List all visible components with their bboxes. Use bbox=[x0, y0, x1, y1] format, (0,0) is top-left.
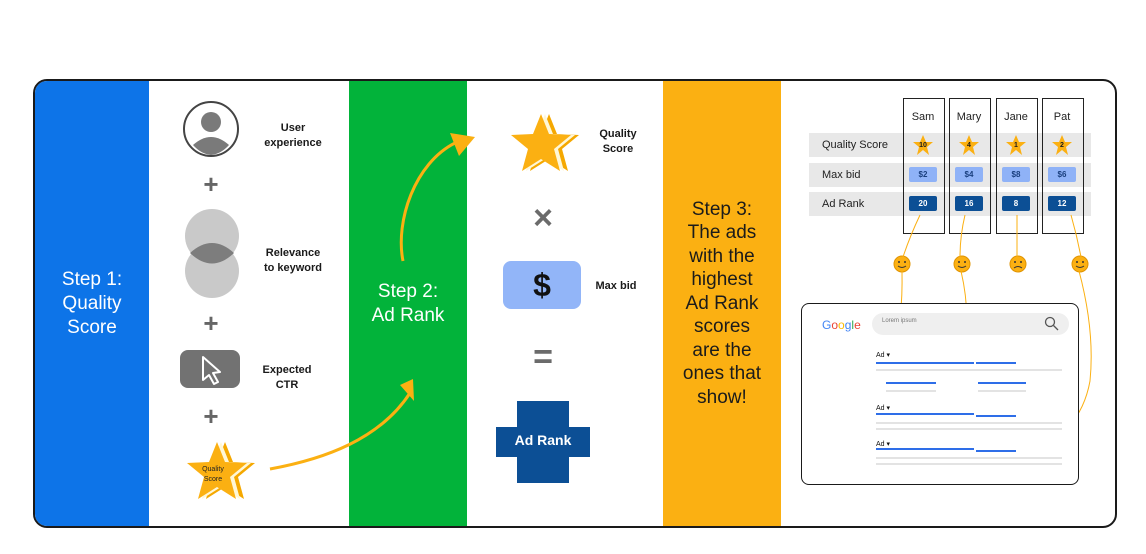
row-label-quality-score: Quality Score bbox=[822, 139, 889, 151]
max-bid-label: Max bid bbox=[595, 280, 637, 292]
happy-face-icon bbox=[953, 255, 971, 273]
ctr-label: Expected CTR bbox=[262, 364, 312, 391]
plus-sign: + bbox=[203, 169, 219, 199]
star-icon bbox=[1052, 135, 1072, 155]
dollar-icon: $ bbox=[503, 261, 581, 309]
ad-rank-row bbox=[809, 192, 1091, 216]
quality-score-row bbox=[809, 133, 1091, 157]
relevance-label: Relevance to keyword bbox=[263, 247, 323, 274]
result-line bbox=[976, 362, 1016, 364]
quality-score-star-icon bbox=[511, 114, 579, 171]
plus-sign: + bbox=[203, 401, 219, 431]
result-line bbox=[876, 422, 1062, 424]
search-icon bbox=[1044, 316, 1059, 331]
rank-chip: 16 bbox=[955, 196, 983, 211]
quality-value: 1 bbox=[1014, 142, 1018, 149]
diagram-frame: Step 1: Quality Score Step 2: Ad Rank St… bbox=[33, 79, 1117, 528]
cursor-icon bbox=[180, 350, 240, 388]
ad-tag: Ad ▾ bbox=[876, 405, 891, 412]
column-pat bbox=[1042, 98, 1084, 234]
step2-band: Step 2: Ad Rank bbox=[349, 81, 467, 526]
bid-chip: $4 bbox=[955, 167, 983, 182]
bid-chip: $6 bbox=[1048, 167, 1076, 182]
search-input[interactable]: Lorem ipsum bbox=[872, 313, 1069, 335]
user-experience-icon bbox=[183, 101, 239, 157]
result-line bbox=[976, 415, 1016, 417]
ad-tag: Ad ▾ bbox=[876, 441, 891, 448]
quality-value: 2 bbox=[1060, 142, 1064, 149]
result-line bbox=[976, 450, 1016, 452]
result-line bbox=[978, 382, 1026, 384]
column-sam bbox=[903, 98, 945, 234]
column-header: Sam bbox=[911, 111, 935, 123]
column-header: Mary bbox=[956, 111, 982, 123]
column-mary bbox=[949, 98, 991, 234]
result-line bbox=[876, 362, 974, 364]
result-line bbox=[876, 463, 1062, 465]
column-header: Jane bbox=[1004, 111, 1028, 123]
sad-face-icon bbox=[1009, 255, 1027, 273]
bid-chip: $2 bbox=[909, 167, 937, 182]
quality-score-star-label: Quality Score bbox=[202, 466, 224, 483]
rank-chip: 12 bbox=[1048, 196, 1076, 211]
quality-score-star-icon bbox=[187, 442, 255, 499]
result-line bbox=[876, 457, 1062, 459]
row-label-max-bid: Max bid bbox=[822, 169, 861, 181]
star-icon bbox=[959, 135, 979, 155]
result-line bbox=[886, 390, 936, 392]
formula-quality-score-label: Quality Score bbox=[599, 128, 637, 155]
ad-tag: Ad ▾ bbox=[876, 352, 891, 359]
result-line bbox=[876, 428, 1062, 430]
step1-band: Step 1: Quality Score bbox=[35, 81, 149, 526]
bid-chip: $8 bbox=[1002, 167, 1030, 182]
user-experience-label: User experience bbox=[264, 122, 322, 149]
happy-face-icon bbox=[1071, 255, 1089, 273]
column-header: Pat bbox=[1053, 111, 1071, 123]
result-line bbox=[876, 448, 974, 450]
star-icon bbox=[1006, 135, 1026, 155]
ad-rank-shape bbox=[496, 401, 590, 483]
google-serp-panel: Google Lorem ipsum Ad ▾ Ad ▾ Ad ▾ bbox=[801, 303, 1079, 485]
flow-arrows bbox=[269, 133, 475, 471]
relevance-icon bbox=[185, 209, 239, 298]
times-sign: × bbox=[533, 199, 553, 237]
step1-label: Step 1: Quality Score bbox=[61, 268, 123, 338]
step2-label: Step 2: Ad Rank bbox=[371, 280, 445, 326]
row-label-ad-rank: Ad Rank bbox=[822, 198, 865, 210]
result-line bbox=[886, 382, 936, 384]
ad-rank-label: Ad Rank bbox=[514, 432, 572, 448]
result-line bbox=[876, 369, 1062, 371]
quality-value: 4 bbox=[967, 142, 971, 149]
max-bid-row bbox=[809, 163, 1091, 187]
rank-chip: 8 bbox=[1002, 196, 1030, 211]
quality-value: 10 bbox=[919, 142, 927, 149]
star-icon bbox=[913, 135, 933, 155]
rank-chip: 20 bbox=[909, 196, 937, 211]
plus-sign: + bbox=[203, 308, 219, 338]
result-line bbox=[978, 390, 1026, 392]
google-logo: Google bbox=[822, 318, 861, 332]
result-line bbox=[876, 413, 974, 415]
step3-band: Step 3: The ads with the highest Ad Rank… bbox=[663, 81, 781, 526]
step3-label: Step 3: The ads with the highest Ad Rank… bbox=[682, 198, 762, 408]
happy-face-icon bbox=[893, 255, 911, 273]
equals-sign: = bbox=[533, 338, 553, 376]
